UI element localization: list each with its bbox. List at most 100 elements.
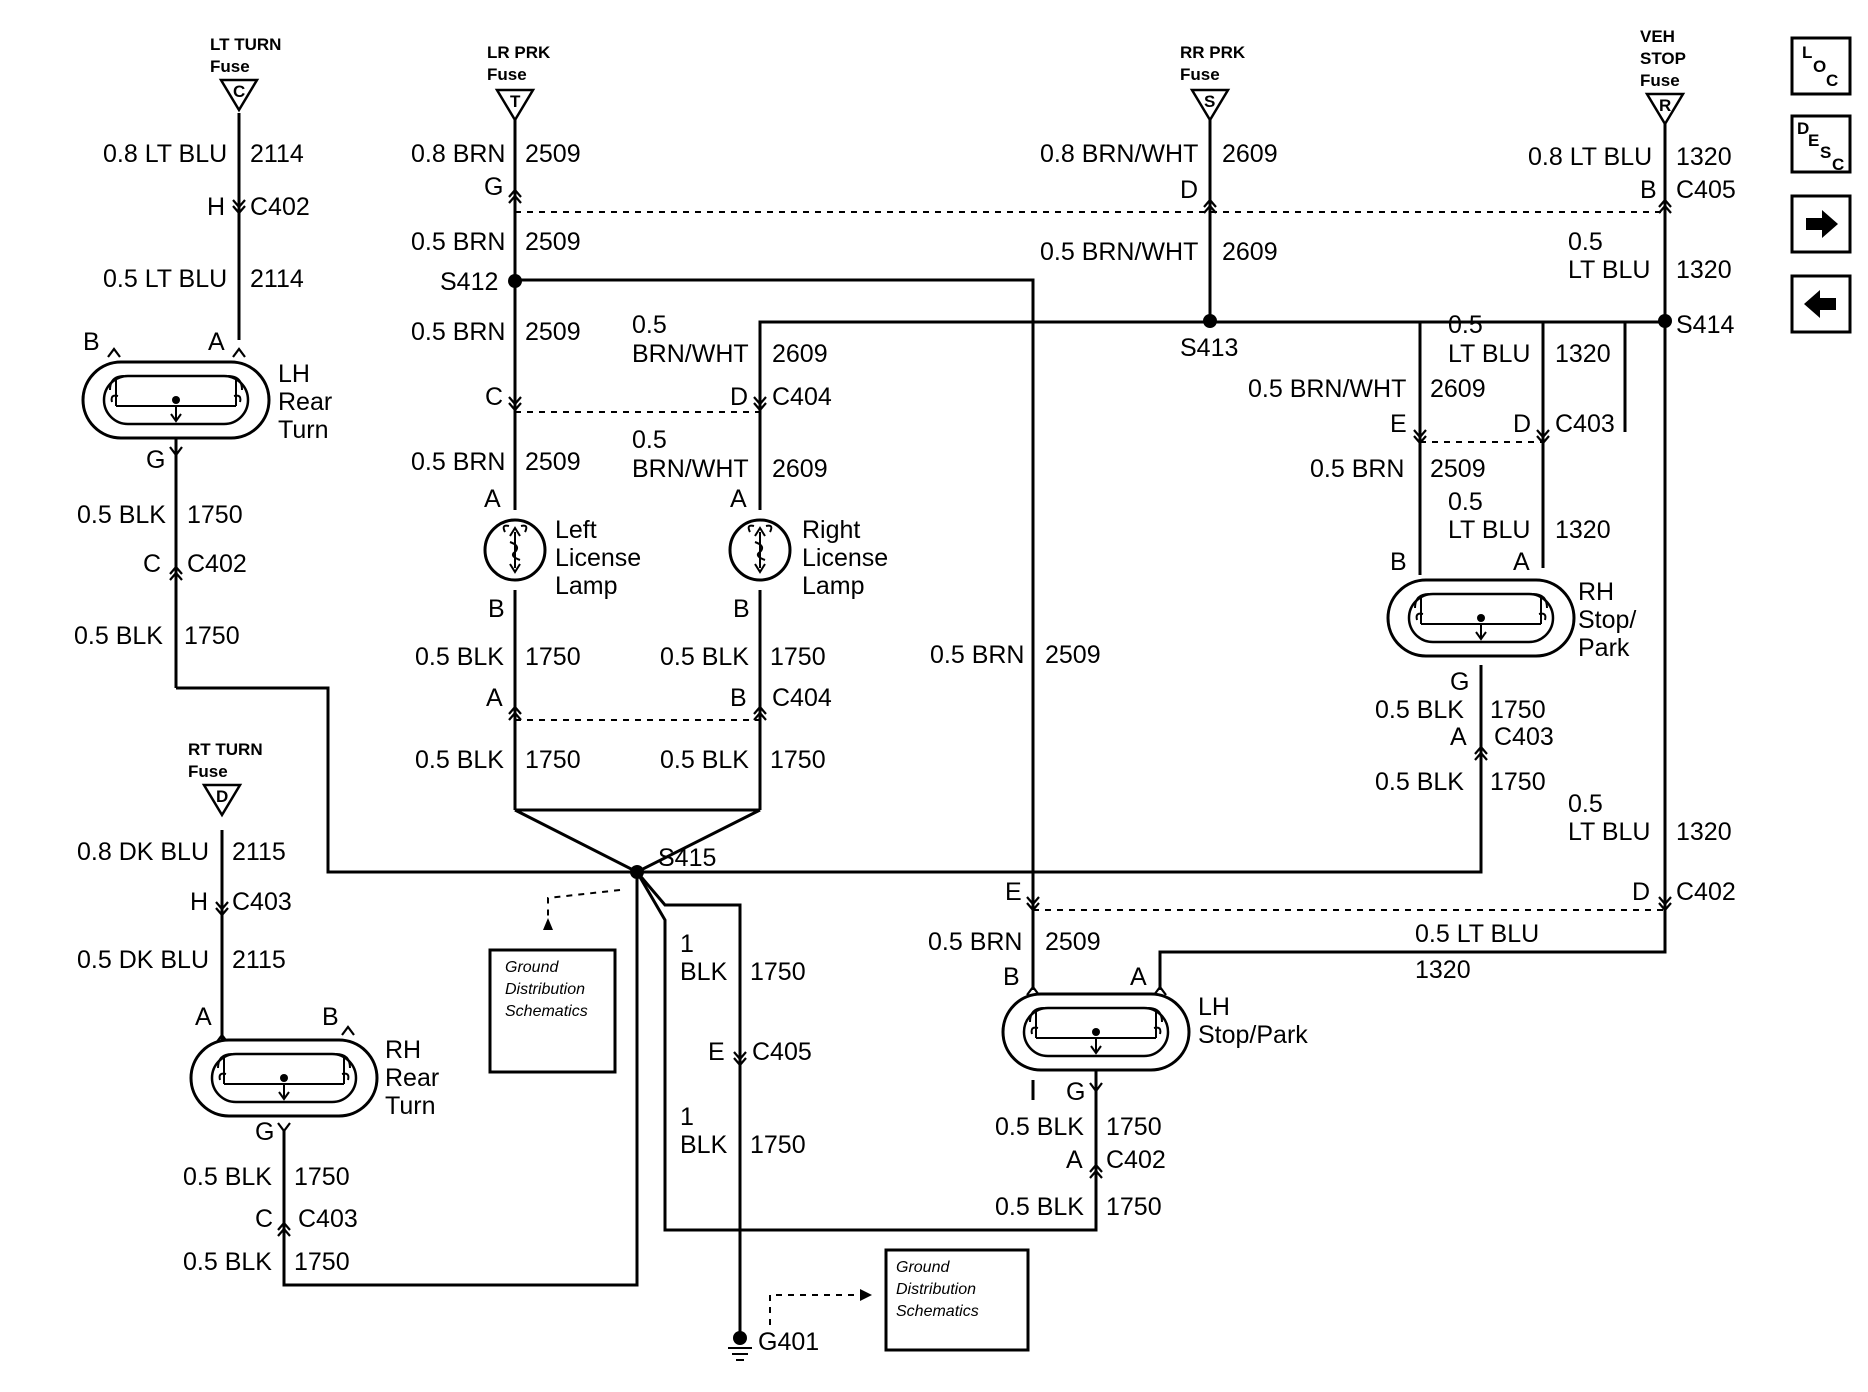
svg-text:A: A — [1066, 1146, 1083, 1174]
svg-text:1320: 1320 — [1415, 956, 1471, 984]
svg-text:0.5 DK BLU: 0.5 DK BLU — [77, 946, 209, 974]
svg-text:A: A — [486, 684, 503, 712]
svg-text:1320: 1320 — [1676, 818, 1732, 846]
svg-text:D: D — [730, 383, 748, 411]
svg-text:BLK: BLK — [680, 958, 728, 986]
svg-text:0.5 BLK: 0.5 BLK — [1375, 696, 1464, 724]
svg-text:1320: 1320 — [1676, 143, 1732, 171]
next-button[interactable] — [1790, 194, 1852, 254]
svg-text:LH: LH — [278, 360, 310, 388]
svg-text:1750: 1750 — [750, 1131, 806, 1159]
back-button[interactable] — [1790, 274, 1852, 334]
svg-text:0.5 BRN: 0.5 BRN — [411, 448, 505, 476]
fuse-rr-prk: RR PRK Fuse S — [1180, 43, 1246, 122]
svg-text:C405: C405 — [1676, 176, 1736, 204]
svg-text:0.8 DK BLU: 0.8 DK BLU — [77, 838, 209, 866]
loc-button[interactable]: L O C — [1790, 36, 1852, 96]
ground-ref-box-right[interactable]: Ground Distribution Schematics — [860, 1248, 1030, 1352]
svg-text:C403: C403 — [1555, 410, 1615, 438]
svg-text:0.5 BRN: 0.5 BRN — [930, 641, 1024, 669]
svg-text:0.5 BRN: 0.5 BRN — [1310, 455, 1404, 483]
svg-text:0.5 BLK: 0.5 BLK — [995, 1113, 1084, 1141]
svg-text:Stop/Park: Stop/Park — [1198, 1021, 1308, 1049]
svg-text:2609: 2609 — [1430, 375, 1486, 403]
svg-text:0.5 BRN/WHT: 0.5 BRN/WHT — [1248, 375, 1406, 403]
svg-text:2609: 2609 — [772, 340, 828, 368]
svg-text:Turn: Turn — [278, 416, 328, 444]
svg-text:0.8 BRN: 0.8 BRN — [411, 140, 505, 168]
svg-text:B: B — [733, 595, 750, 623]
svg-text:1750: 1750 — [525, 643, 581, 671]
lh-stop-park-lamp: B A LH Stop/Park G 0.5 BLK 1750 A C402 0… — [995, 963, 1308, 1221]
svg-text:1750: 1750 — [187, 501, 243, 529]
rh-rear-turn-branch-labels: 0.8 DK BLU 2115 H C403 0.5 DK BLU 2115 A… — [77, 838, 358, 1276]
svg-text:LR PRK: LR PRK — [487, 43, 551, 62]
arrow-right-icon — [1806, 210, 1838, 238]
svg-text:C403: C403 — [1494, 723, 1554, 751]
svg-text:A: A — [1450, 723, 1467, 751]
svg-text:0.5: 0.5 — [632, 311, 667, 339]
svg-text:BLK: BLK — [680, 1131, 728, 1159]
svg-text:LT TURN: LT TURN — [210, 35, 281, 54]
svg-text:1: 1 — [680, 930, 694, 958]
svg-text:1750: 1750 — [1106, 1193, 1162, 1221]
svg-text:A: A — [730, 485, 747, 513]
ground-ref-box-left[interactable]: Ground Distribution Schematics — [488, 918, 617, 1074]
center-trunk-labels: 0.5 BRN 2509 E 0.5 BRN 2509 — [928, 641, 1101, 956]
svg-text:Fuse: Fuse — [188, 762, 228, 781]
svg-text:2509: 2509 — [525, 318, 581, 346]
svg-text:G: G — [484, 173, 503, 201]
svg-text:0.5 BLK: 0.5 BLK — [1375, 768, 1464, 796]
svg-text:VEH: VEH — [1640, 27, 1675, 46]
svg-text:0.5 LT BLU: 0.5 LT BLU — [1415, 920, 1539, 948]
svg-text:Schematics: Schematics — [505, 1003, 588, 1020]
svg-text:G: G — [255, 1118, 274, 1146]
svg-text:0.5 BLK: 0.5 BLK — [660, 746, 749, 774]
svg-text:Distribution: Distribution — [896, 1281, 976, 1298]
svg-text:O: O — [1813, 57, 1826, 76]
wire-segments — [174, 113, 1667, 1337]
splice-s415: S415 — [630, 844, 716, 879]
svg-text:RT TURN: RT TURN — [188, 740, 263, 759]
svg-text:A: A — [1130, 963, 1147, 991]
svg-text:D: D — [1180, 176, 1198, 204]
svg-text:1320: 1320 — [1676, 256, 1732, 284]
svg-text:0.5: 0.5 — [1448, 311, 1483, 339]
svg-text:T: T — [510, 92, 521, 111]
svg-text:D: D — [1797, 119, 1809, 138]
svg-text:E: E — [1808, 131, 1819, 150]
svg-text:2609: 2609 — [1222, 238, 1278, 266]
svg-text:2509: 2509 — [1045, 928, 1101, 956]
svg-text:Fuse: Fuse — [1180, 65, 1220, 84]
svg-text:C403: C403 — [298, 1205, 358, 1233]
svg-text:0.5 BLK: 0.5 BLK — [77, 501, 166, 529]
svg-text:L: L — [1802, 43, 1812, 62]
svg-text:1: 1 — [680, 1103, 694, 1131]
svg-text:LT BLU: LT BLU — [1448, 340, 1530, 368]
svg-text:Rear: Rear — [278, 388, 332, 416]
svg-text:LT BLU: LT BLU — [1568, 256, 1650, 284]
svg-text:E: E — [1005, 878, 1022, 906]
arrow-left-icon — [1804, 290, 1836, 318]
svg-text:S: S — [1204, 92, 1215, 111]
svg-text:C: C — [1832, 155, 1844, 174]
svg-text:S414: S414 — [1676, 311, 1734, 339]
svg-text:G: G — [1066, 1078, 1085, 1106]
svg-text:Left: Left — [555, 516, 597, 544]
svg-text:LT BLU: LT BLU — [1448, 516, 1530, 544]
svg-text:1320: 1320 — [1555, 516, 1611, 544]
svg-text:C405: C405 — [752, 1038, 812, 1066]
svg-text:2609: 2609 — [772, 455, 828, 483]
svg-text:1320: 1320 — [1555, 340, 1611, 368]
svg-text:A: A — [484, 485, 501, 513]
svg-text:2509: 2509 — [1430, 455, 1486, 483]
svg-text:E: E — [1390, 410, 1407, 438]
svg-text:1750: 1750 — [750, 958, 806, 986]
rh-stop-park-branch-labels: 0.5 LT BLU 1320 0.5 BRN/WHT 2609 E D C40… — [1248, 311, 1615, 796]
svg-text:1750: 1750 — [1490, 696, 1546, 724]
svg-text:Ground: Ground — [896, 1259, 950, 1276]
svg-text:1750: 1750 — [294, 1248, 350, 1276]
connector-dashed-lines — [515, 211, 1665, 1325]
svg-text:BRN/WHT: BRN/WHT — [632, 455, 749, 483]
desc-button[interactable]: D E S C — [1790, 114, 1852, 174]
